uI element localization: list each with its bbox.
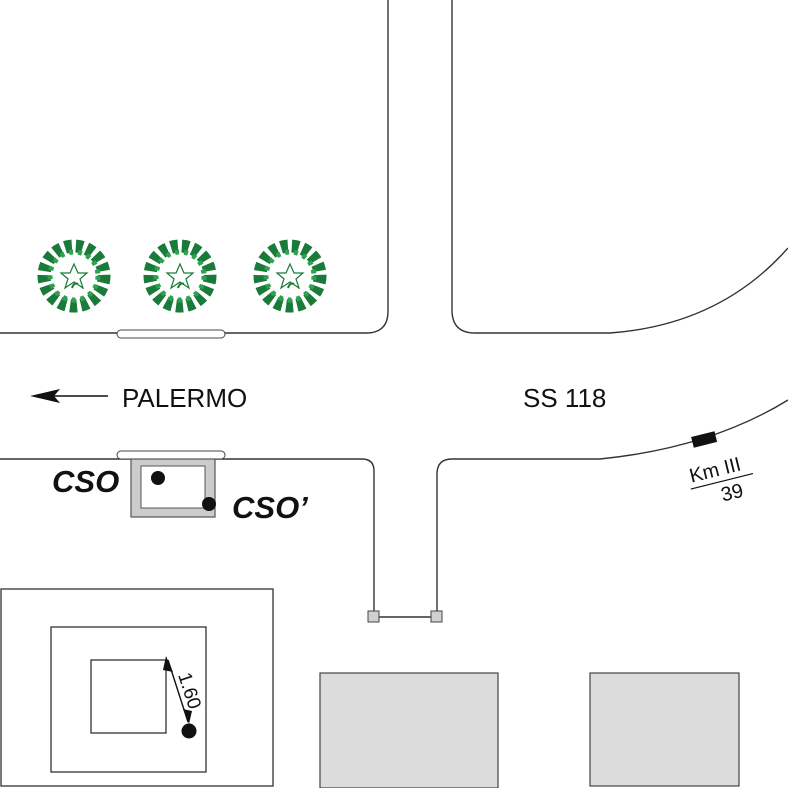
km-marker-icon bbox=[691, 431, 718, 448]
station-point-icon bbox=[151, 471, 165, 485]
road-edge-southwest bbox=[0, 458, 375, 612]
road-edges bbox=[0, 0, 788, 618]
crossing-north bbox=[116, 329, 226, 339]
distance-arrow-icon bbox=[183, 709, 192, 724]
distance-arrow-icon bbox=[163, 656, 173, 672]
crossing-south bbox=[116, 450, 226, 460]
station-point-icon bbox=[202, 497, 216, 511]
station-label-cso-prime: CSO’ bbox=[232, 490, 308, 525]
tree-icon bbox=[37, 239, 111, 313]
station-label-cso: CSO bbox=[52, 464, 119, 499]
station-point-icon bbox=[181, 723, 197, 739]
arrow-left-icon bbox=[30, 389, 60, 403]
km-marker-divider bbox=[690, 472, 754, 490]
post-right bbox=[430, 610, 443, 623]
station-box bbox=[130, 458, 216, 518]
building-right bbox=[589, 672, 740, 787]
road-edge-southeast bbox=[436, 399, 788, 612]
building-left: 1.60 bbox=[0, 588, 274, 787]
tree-icon bbox=[253, 239, 327, 313]
direction-indicator: PALERMO bbox=[30, 383, 247, 413]
post-left bbox=[367, 610, 380, 623]
km-marker-bottom: 39 bbox=[719, 480, 746, 507]
km-marker: Km III 39 bbox=[687, 431, 754, 507]
building-middle bbox=[319, 672, 499, 788]
road-edge-northeast bbox=[451, 0, 788, 334]
trees bbox=[37, 239, 327, 313]
road-edge-northwest bbox=[0, 0, 389, 334]
road-label: SS 118 bbox=[523, 383, 606, 413]
direction-label: PALERMO bbox=[122, 383, 247, 413]
tree-icon bbox=[143, 239, 217, 313]
